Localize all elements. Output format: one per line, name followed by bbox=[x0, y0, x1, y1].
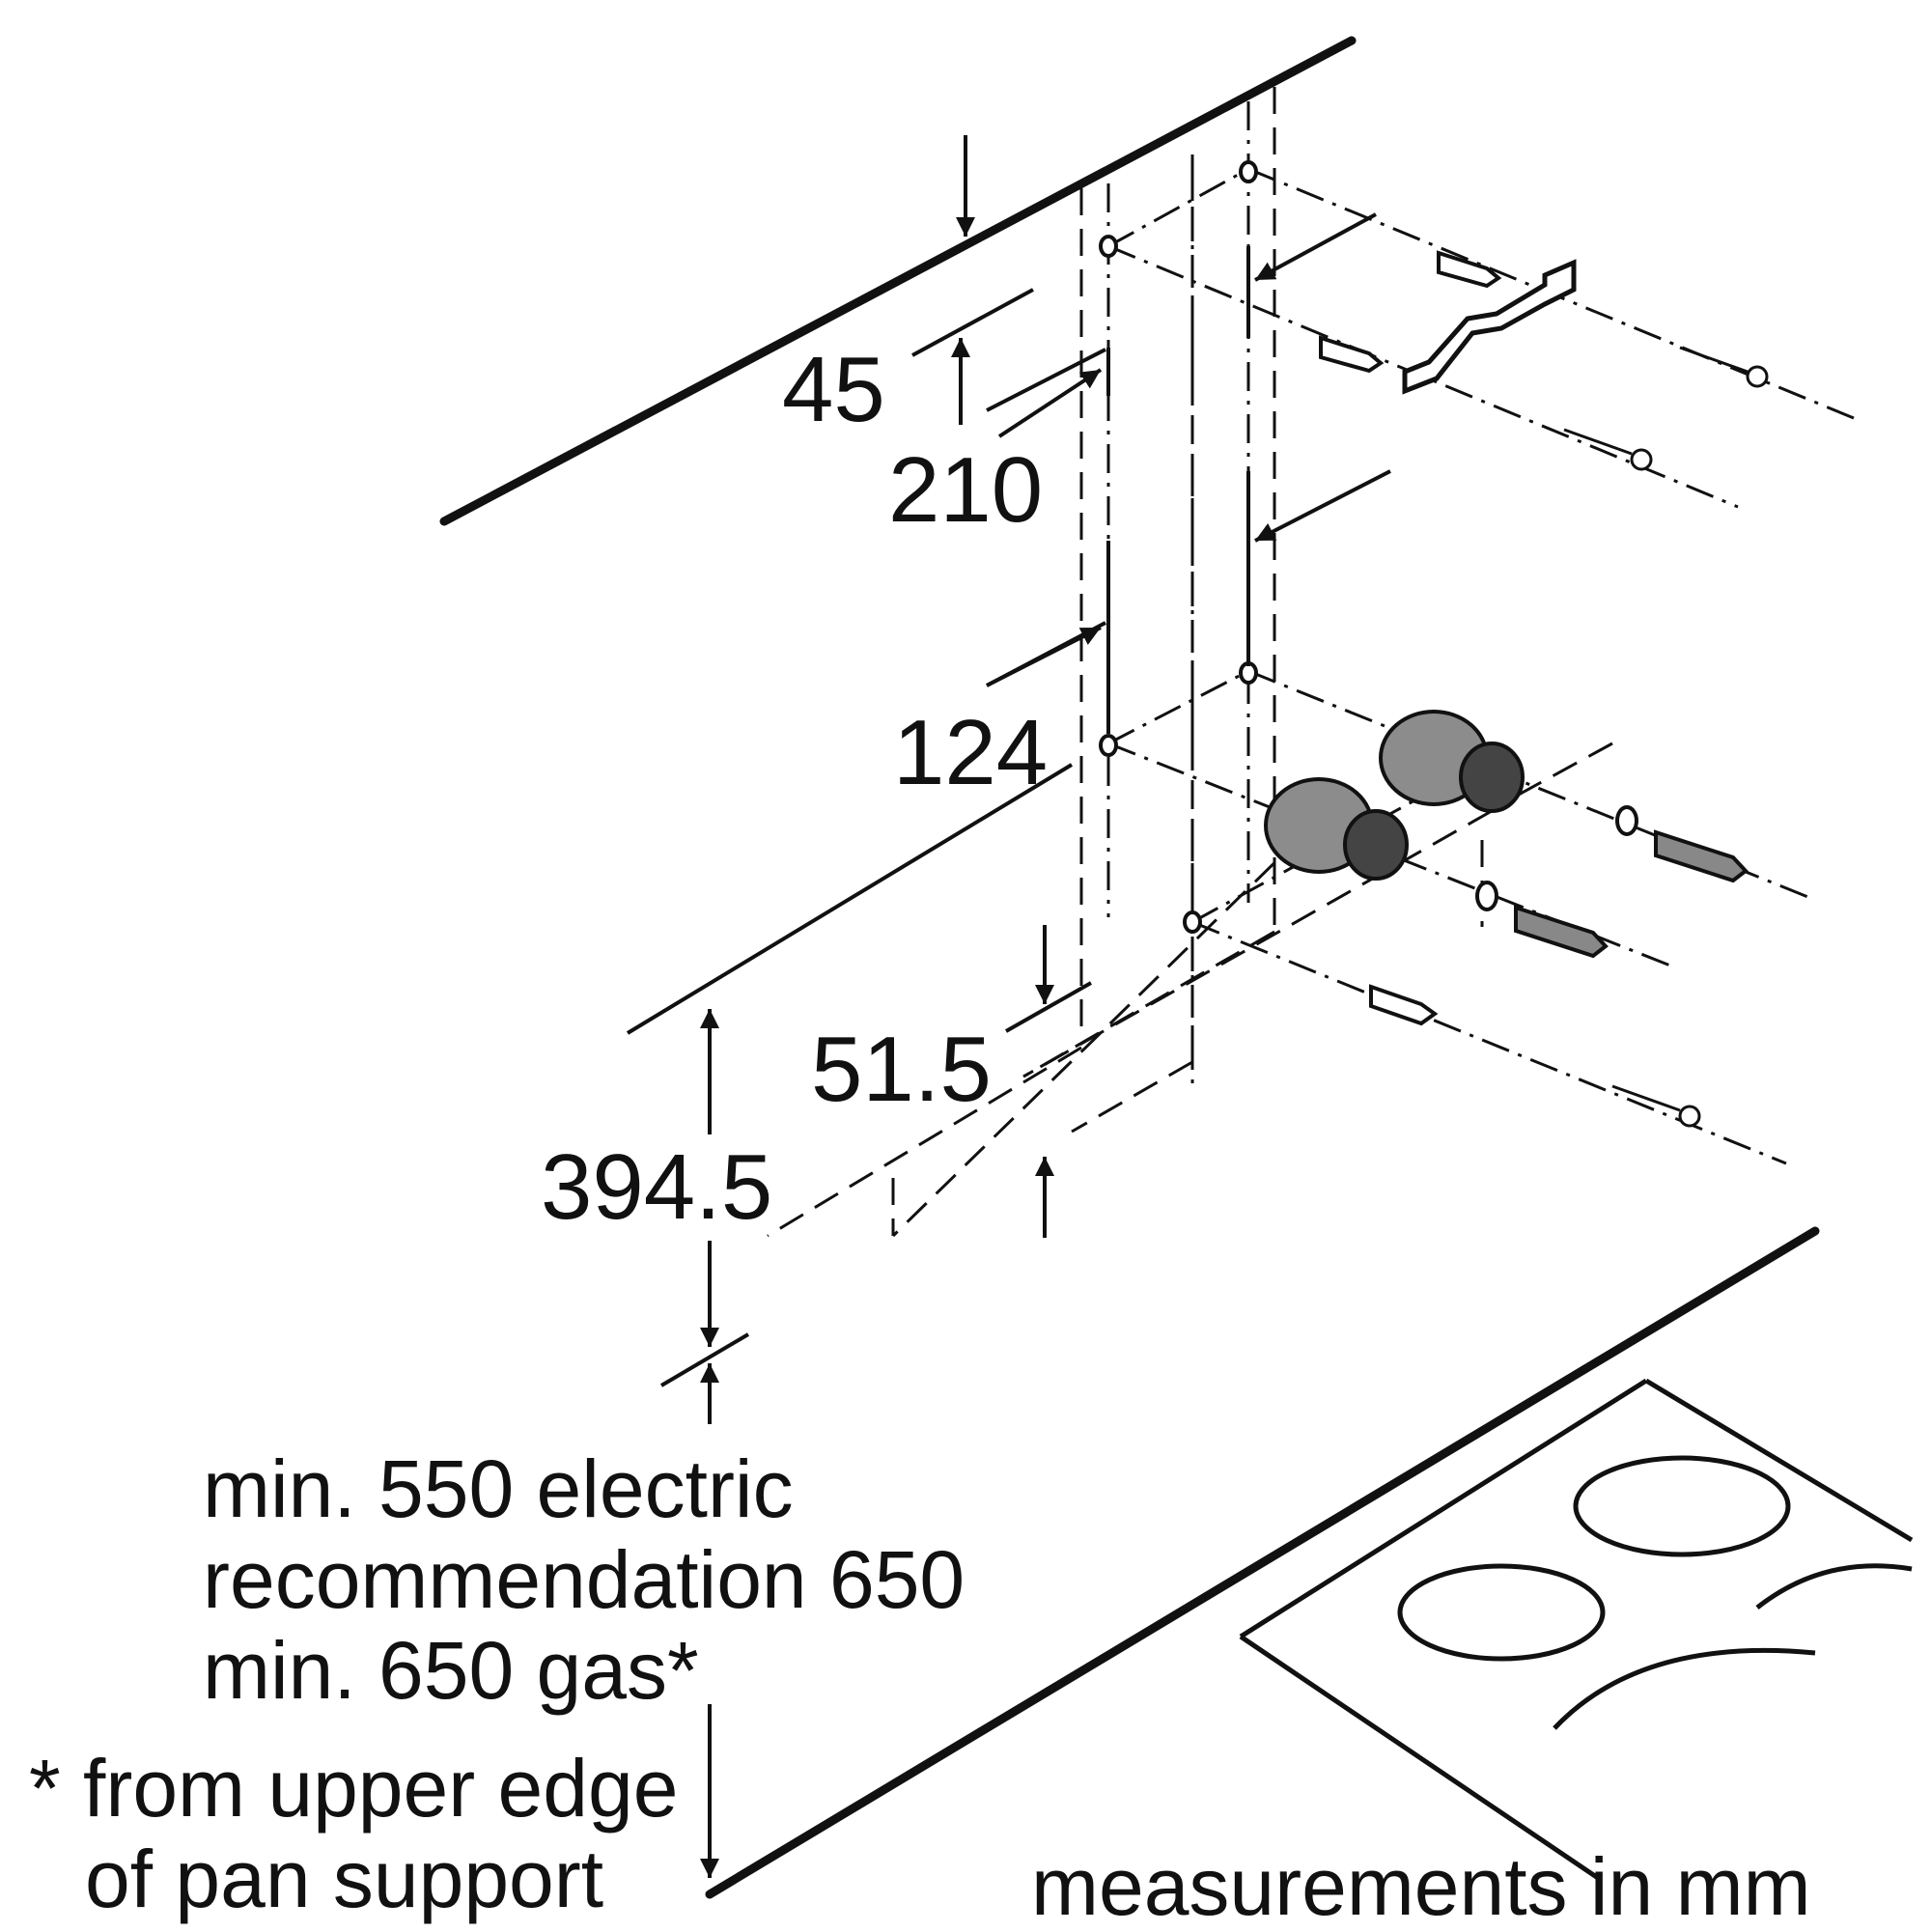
center-lines bbox=[1106, 101, 1855, 1165]
wall-bracket bbox=[1402, 259, 1577, 395]
footnote-line-2: of pan support bbox=[85, 1834, 604, 1925]
clearance-note: min. 550 electric recommendation 650 min… bbox=[203, 1443, 965, 1716]
mounting-holes bbox=[1099, 160, 1258, 934]
dimension-45: 45 bbox=[782, 338, 885, 441]
footnote: * from upper edge of pan support bbox=[29, 1743, 678, 1924]
dimension-arrows bbox=[700, 135, 1391, 1878]
clearance-line-2: recommendation 650 bbox=[203, 1534, 966, 1626]
dimension-lines bbox=[626, 246, 1250, 1387]
wall-plugs bbox=[1319, 250, 1502, 1026]
bolts bbox=[1475, 805, 1749, 959]
dimension-124: 124 bbox=[893, 701, 1049, 804]
mounting-plugs bbox=[1264, 710, 1525, 881]
screws bbox=[1563, 346, 1769, 1128]
footnote-line-1: * from upper edge bbox=[29, 1743, 679, 1834]
clearance-line-1: min. 550 electric bbox=[203, 1443, 794, 1534]
clearance-line-3: min. 650 gas* bbox=[203, 1625, 699, 1717]
dimension-51-5: 51.5 bbox=[811, 1018, 992, 1121]
units-note: measurements in mm bbox=[1031, 1841, 1811, 1932]
dimension-210: 210 bbox=[888, 438, 1044, 542]
worktop-line bbox=[705, 1226, 1820, 1899]
dimension-394-5: 394.5 bbox=[541, 1135, 773, 1239]
cooktop bbox=[1239, 1378, 1914, 1881]
ceiling-line bbox=[439, 36, 1357, 526]
